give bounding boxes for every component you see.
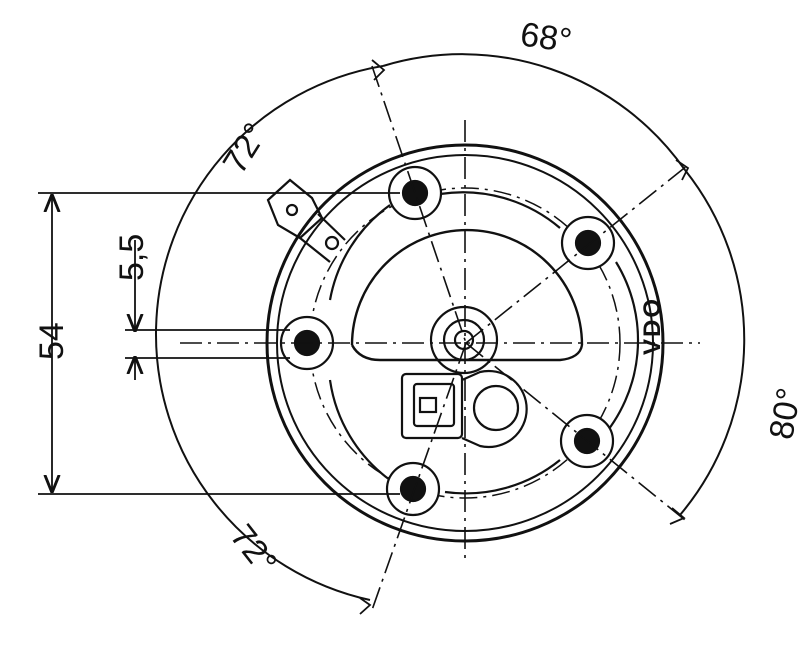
- dimension-arc-outer: [154, 53, 746, 601]
- angle-label-top: 68°: [518, 15, 574, 60]
- angle-label-right: 80°: [762, 385, 800, 442]
- angle-arrowheads: [359, 59, 690, 615]
- center-lines: [180, 65, 700, 611]
- angle-label-upper-left: 72°: [216, 117, 275, 181]
- center-boss: [429, 305, 499, 375]
- bolt-hole-bottom: [385, 461, 441, 517]
- bolt-hole-upper-right: [560, 215, 616, 271]
- semicircle-cutout: [350, 228, 584, 362]
- dimension-5-5: [125, 240, 290, 380]
- dimension-54: [38, 192, 400, 495]
- angle-label-lower-left: 72°: [223, 518, 285, 582]
- brand-mark: VDO: [639, 297, 666, 355]
- blade-terminal: [266, 178, 346, 263]
- connector-terminal: [400, 369, 528, 449]
- dimension-label-54: 54: [33, 322, 71, 360]
- bolt-hole-top: [387, 165, 443, 221]
- dimension-label-5-5: 5,5: [113, 234, 151, 281]
- inner-plate: [328, 191, 640, 495]
